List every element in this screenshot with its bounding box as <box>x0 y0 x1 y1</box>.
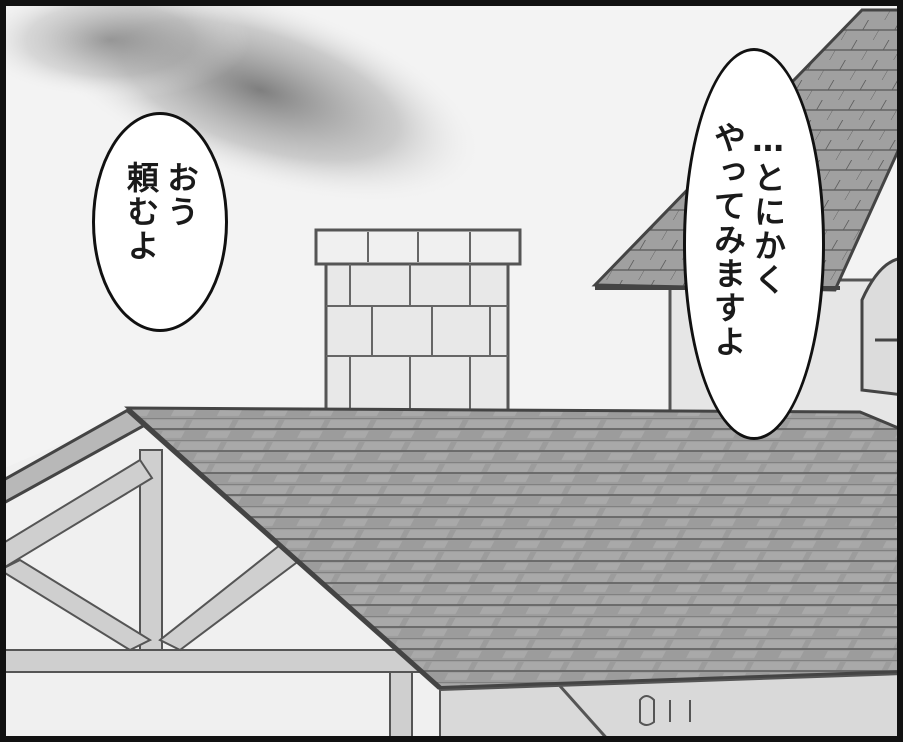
speech-line: やってみますよ <box>709 121 747 359</box>
house-gable <box>0 408 440 742</box>
speech-bubble-right: …とにかく やってみますよ <box>683 48 825 440</box>
speech-bubble-left: おう 頼むよ <box>92 112 228 332</box>
speech-line: おう <box>162 161 200 229</box>
speech-line: …とにかく <box>749 121 787 297</box>
speech-text-left: おう 頼むよ <box>121 161 201 263</box>
chimney <box>314 228 522 416</box>
speech-text-right: …とにかく やってみますよ <box>708 121 788 359</box>
speech-line: 頼むよ <box>122 161 160 263</box>
lower-wall <box>439 672 903 742</box>
